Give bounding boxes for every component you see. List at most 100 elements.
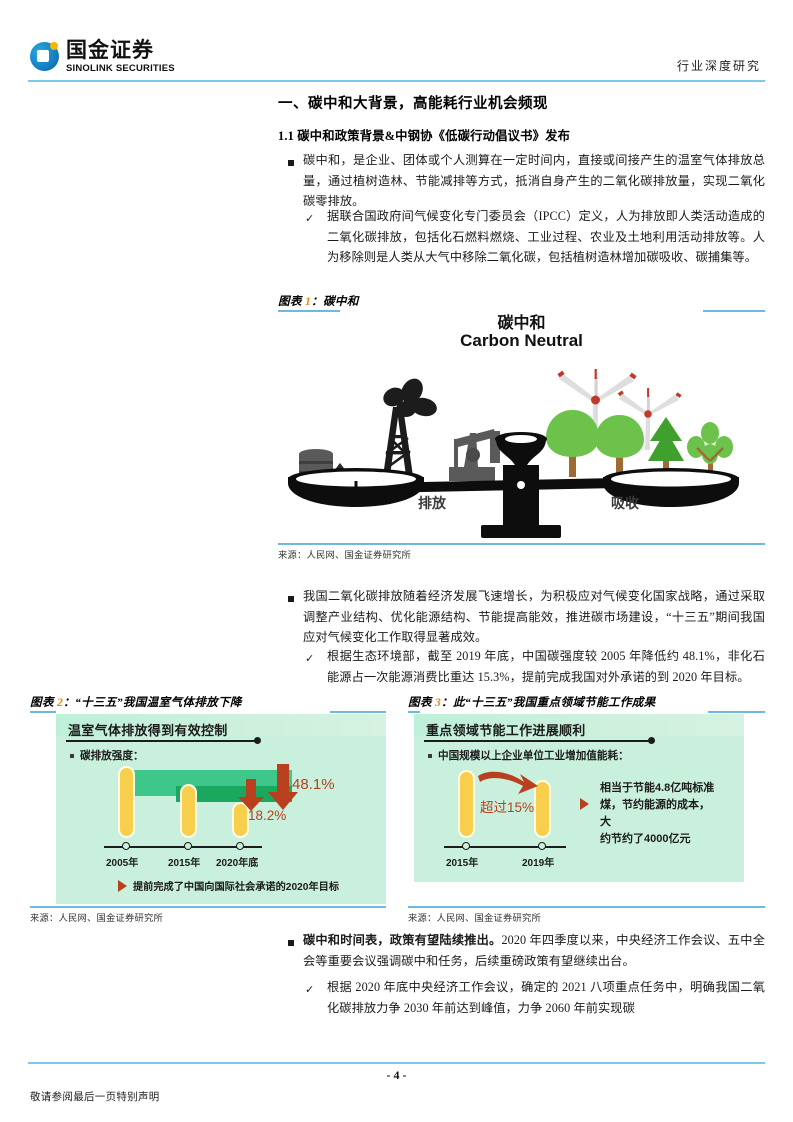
exhibit-1-rule-left [278, 310, 340, 312]
chart-3-tick-2015 [462, 842, 470, 850]
bullet-square-icon-3 [288, 940, 294, 946]
exhibit-3-source: 来源：人民网、国金证券研究所 [408, 914, 541, 924]
brand-logo: 国金证券 SINOLINK SECURITIES [30, 40, 175, 74]
chart-3-bar-2015 [458, 770, 475, 838]
exhibit-2-rule-right [330, 711, 386, 713]
section-subtitle: 1.1 碳中和政策背景&中钢协《低碳行动倡议书》发布 [278, 129, 571, 143]
chart-2-label-2020: 2020年底 [216, 858, 259, 869]
exhibit-1-caption-text: ：碳中和 [311, 295, 359, 308]
header-divider [28, 80, 765, 82]
chart-2-label-2005: 2005年 [106, 858, 139, 869]
chart-2-value-48: 48.1% [292, 776, 335, 793]
chart-3-trend-arrow-icon [478, 771, 538, 794]
chart-2-title-underline [66, 740, 258, 742]
chart-3-tick-2019 [538, 842, 546, 850]
exhibit-3-rule-right [708, 711, 765, 713]
exhibit-3-bottom-rule [408, 906, 765, 908]
page-title: 一、碳中和大背景，高能耗行业机会频现 [278, 96, 548, 112]
exhibit-3-rule-left [408, 711, 420, 713]
chart-3-value-15: 超过15% [480, 800, 535, 815]
header-report-type: 行业深度研究 [676, 59, 761, 73]
chart-2-bar-2020 [232, 802, 249, 838]
chart-2-footnote-triangle-icon [118, 879, 127, 892]
exhibit-1-source: 来源：人民网、国金证券研究所 [278, 551, 411, 561]
paragraph-4: 根据生态环境部，截至 2019 年底，中国碳强度较 2005 年降低约 48.1… [327, 649, 765, 684]
chart-3-side-note-line-1: 相当于节能4.8亿吨标准 [600, 782, 715, 794]
chart-2-greenhouse-gas: 温室气体排放得到有效控制 碳排放强度： 48.1% 18.2% 2005年 20… [56, 714, 386, 904]
exhibit-3-caption-number: 3 [435, 696, 442, 709]
chart-2-tick-2020 [236, 842, 244, 850]
bullet-check-icon-3: ✓ [305, 983, 315, 996]
chart-2-tick-2005 [122, 842, 130, 850]
chart-3-label-2015: 2015年 [446, 858, 479, 869]
chart-2-arrow-18 [238, 779, 264, 811]
chart-3-subtitle-bullet-icon [428, 754, 432, 758]
exhibit-2-bottom-rule [30, 906, 386, 908]
figure-title-cn: 碳中和 [497, 315, 546, 332]
tree-group-right [546, 410, 733, 477]
logo-text-en: SINOLINK SECURITIES [66, 63, 175, 74]
exhibit-1-caption: 图表 1：碳中和 [278, 293, 359, 309]
paragraph-5-body: 2020 年四季度以来，中央经济工作会议、五中全会等重要会议强调碳中和任务，后续… [303, 933, 765, 968]
exhibit-3-caption-prefix: 图表 [408, 696, 435, 709]
paragraph-6: 根据 2020 年底中央经济工作会议，确定的 2021 八项重点任务中，明确我国… [327, 980, 765, 1015]
exhibit-3-caption-text: ：此“十三五”我国重点领域节能工作成果 [441, 696, 656, 709]
chart-2-bar-2005 [118, 766, 135, 838]
bullet-square-icon [288, 160, 294, 166]
exhibit-2-caption-text: ：“十三五”我国温室气体排放下降 [63, 696, 242, 709]
chart-2-title-dot-icon [254, 737, 261, 744]
chart-3-subtitle: 中国规模以上企业单位工业增加值能耗： [438, 750, 629, 762]
footer-disclaimer: 敬请参阅最后一页特别声明 [30, 1092, 160, 1103]
exhibit-2-caption: 图表 2：“十三五”我国温室气体排放下降 [30, 694, 242, 710]
chart-3-energy-saving: 重点领域节能工作进展顺利 中国规模以上企业单位工业增加值能耗： 超过15% 20… [414, 714, 744, 882]
figure-title-en: Carbon Neutral [460, 331, 583, 350]
chart-3-axis [444, 846, 566, 848]
paragraph-2: 据联合国政府间气候变化专门委员会（IPCC）定义，人为排放即人类活动造成的二氧化… [327, 209, 765, 264]
chart-2-footnote: 提前完成了中国向国际社会承诺的2020年目标 [118, 878, 339, 893]
exhibit-2-caption-prefix: 图表 [30, 696, 57, 709]
paragraph-3: 我国二氧化碳排放随着经济发展飞速增长，为积极应对气候变化国家战略，通过采取调整产… [303, 589, 765, 644]
exhibit-2-caption-number: 2 [57, 696, 64, 709]
exhibit-2-rule-left [30, 711, 56, 713]
scale-structure [288, 432, 739, 538]
exhibit-1-bottom-rule [278, 543, 765, 545]
chart-2-label-2015: 2015年 [168, 858, 201, 869]
chart-3-bar-2019 [534, 780, 551, 838]
paragraph-5-lead: 碳中和时间表，政策有望陆续推出。 [303, 933, 502, 947]
chart-2-axis [104, 846, 262, 848]
exhibit-2-source: 来源：人民网、国金证券研究所 [30, 914, 163, 924]
chart-2-arrow-48 [268, 764, 298, 810]
bullet-check-icon: ✓ [305, 212, 315, 225]
paragraph-1: 碳中和，是企业、团体或个人测算在一定时间内，直接或间接产生的温室气体排放总量，通… [303, 153, 765, 208]
chart-2-subtitle: 碳排放强度： [80, 750, 144, 762]
chart-3-note-triangle-icon [580, 798, 589, 810]
wind-turbine-right-near [617, 388, 682, 450]
chart-3-title-dot-icon [648, 737, 655, 744]
bullet-check-icon-2: ✓ [305, 652, 315, 665]
page-header: 国金证券 SINOLINK SECURITIES 行业深度研究 [0, 0, 793, 90]
footer-divider [28, 1062, 765, 1064]
chart-3-title: 重点领域节能工作进展顺利 [426, 723, 586, 738]
chart-2-footnote-text: 提前完成了中国向国际社会承诺的2020年目标 [133, 882, 340, 893]
chart-2-banner [56, 714, 386, 736]
exhibit-1-caption-prefix: 图表 [278, 295, 305, 308]
chart-2-value-18: 18.2% [248, 808, 287, 823]
chart-3-title-underline [424, 740, 652, 742]
exhibit-3-caption: 图表 3：此“十三五”我国重点领域节能工作成果 [408, 694, 656, 710]
page-number: - 4 - [386, 1068, 407, 1082]
figure-label-emission: 排放 [418, 495, 446, 511]
exhibit-1-caption-number: 1 [305, 295, 312, 308]
figure-label-absorption: 吸收 [611, 495, 639, 511]
exhibit-1-figure: 碳中和 Carbon Neutral [278, 303, 765, 543]
chart-2-tick-2015 [184, 842, 192, 850]
chart-3-banner [414, 714, 744, 736]
exhibit-1-rule-right [703, 310, 765, 312]
chart-3-side-note-line-2: 煤，节约能源的成本，大 [600, 799, 710, 828]
sinolink-logo-icon [30, 42, 59, 72]
chart-3-side-note-line-3: 约节约了4000亿元 [600, 833, 691, 845]
chart-2-bar-2015 [180, 784, 197, 838]
chart-3-label-2019: 2019年 [522, 858, 555, 869]
paragraph-5: 碳中和时间表，政策有望陆续推出。2020 年四季度以来，中央经济工作会议、五中全… [303, 930, 765, 971]
chart-2-title: 温室气体排放得到有效控制 [68, 723, 228, 738]
chart-2-subtitle-bullet-icon [70, 754, 74, 758]
